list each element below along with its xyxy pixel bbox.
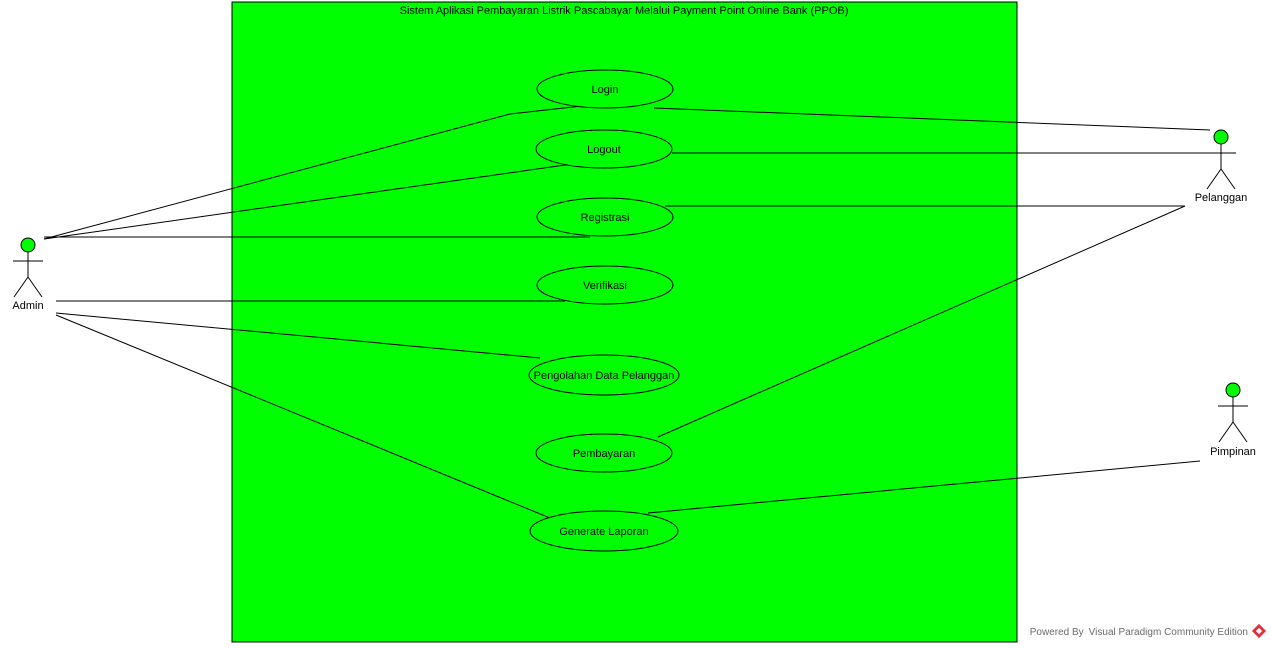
actor-pelanggan-head-icon bbox=[1213, 129, 1229, 145]
usecase-login[interactable]: Login bbox=[536, 69, 674, 109]
actor-admin-label: Admin bbox=[12, 300, 43, 312]
usecase-registrasi-label: Registrasi bbox=[581, 212, 630, 224]
usecase-pembayaran[interactable]: Pembayaran bbox=[535, 433, 673, 473]
usecase-pembayaran-label: Pembayaran bbox=[573, 448, 635, 460]
actor-admin-head-icon bbox=[20, 237, 36, 253]
usecase-generate-label: Generate Laporan bbox=[559, 526, 648, 538]
usecase-verifikasi-label: Verifikasi bbox=[583, 280, 627, 292]
actor-pelanggan[interactable] bbox=[1206, 129, 1236, 190]
actor-pimpinan-label: Pimpinan bbox=[1210, 446, 1256, 458]
usecase-logout[interactable]: Logout bbox=[535, 129, 673, 169]
assoc-admin-logout bbox=[43, 163, 573, 240]
usecase-pengolahan-label: Pengolahan Data Pelanggan bbox=[534, 370, 675, 382]
system-title: Sistem Aplikasi Pembayaran Listrik Pasca… bbox=[400, 5, 849, 17]
actor-pelanggan-label: Pelanggan bbox=[1195, 192, 1248, 204]
actor-admin[interactable] bbox=[13, 237, 43, 298]
assoc-pelanggan-pembayaran bbox=[657, 205, 1186, 438]
usecase-login-label: Login bbox=[592, 84, 619, 96]
actor-pimpinan-head-icon bbox=[1225, 382, 1241, 398]
visual-paradigm-logo-icon bbox=[1251, 623, 1267, 639]
watermark-text: Powered By Visual Paradigm Community Edi… bbox=[1030, 627, 1248, 638]
usecase-pengolahan-data-pelanggan[interactable]: Pengolahan Data Pelanggan bbox=[528, 354, 680, 396]
usecase-registrasi[interactable]: Registrasi bbox=[536, 197, 674, 237]
usecase-logout-label: Logout bbox=[587, 144, 621, 156]
usecase-generate-laporan[interactable]: Generate Laporan bbox=[529, 510, 679, 552]
actor-pimpinan[interactable] bbox=[1218, 382, 1248, 443]
association-lines bbox=[43, 103, 1211, 519]
assoc-pelanggan-login bbox=[653, 107, 1211, 131]
assoc-admin-generate bbox=[55, 314, 551, 519]
usecase-verifikasi[interactable]: Verifikasi bbox=[536, 265, 674, 305]
assoc-admin-pengolahan bbox=[55, 312, 541, 359]
assoc-admin-login bbox=[43, 103, 601, 240]
assoc-pimpinan-generate bbox=[647, 460, 1201, 514]
